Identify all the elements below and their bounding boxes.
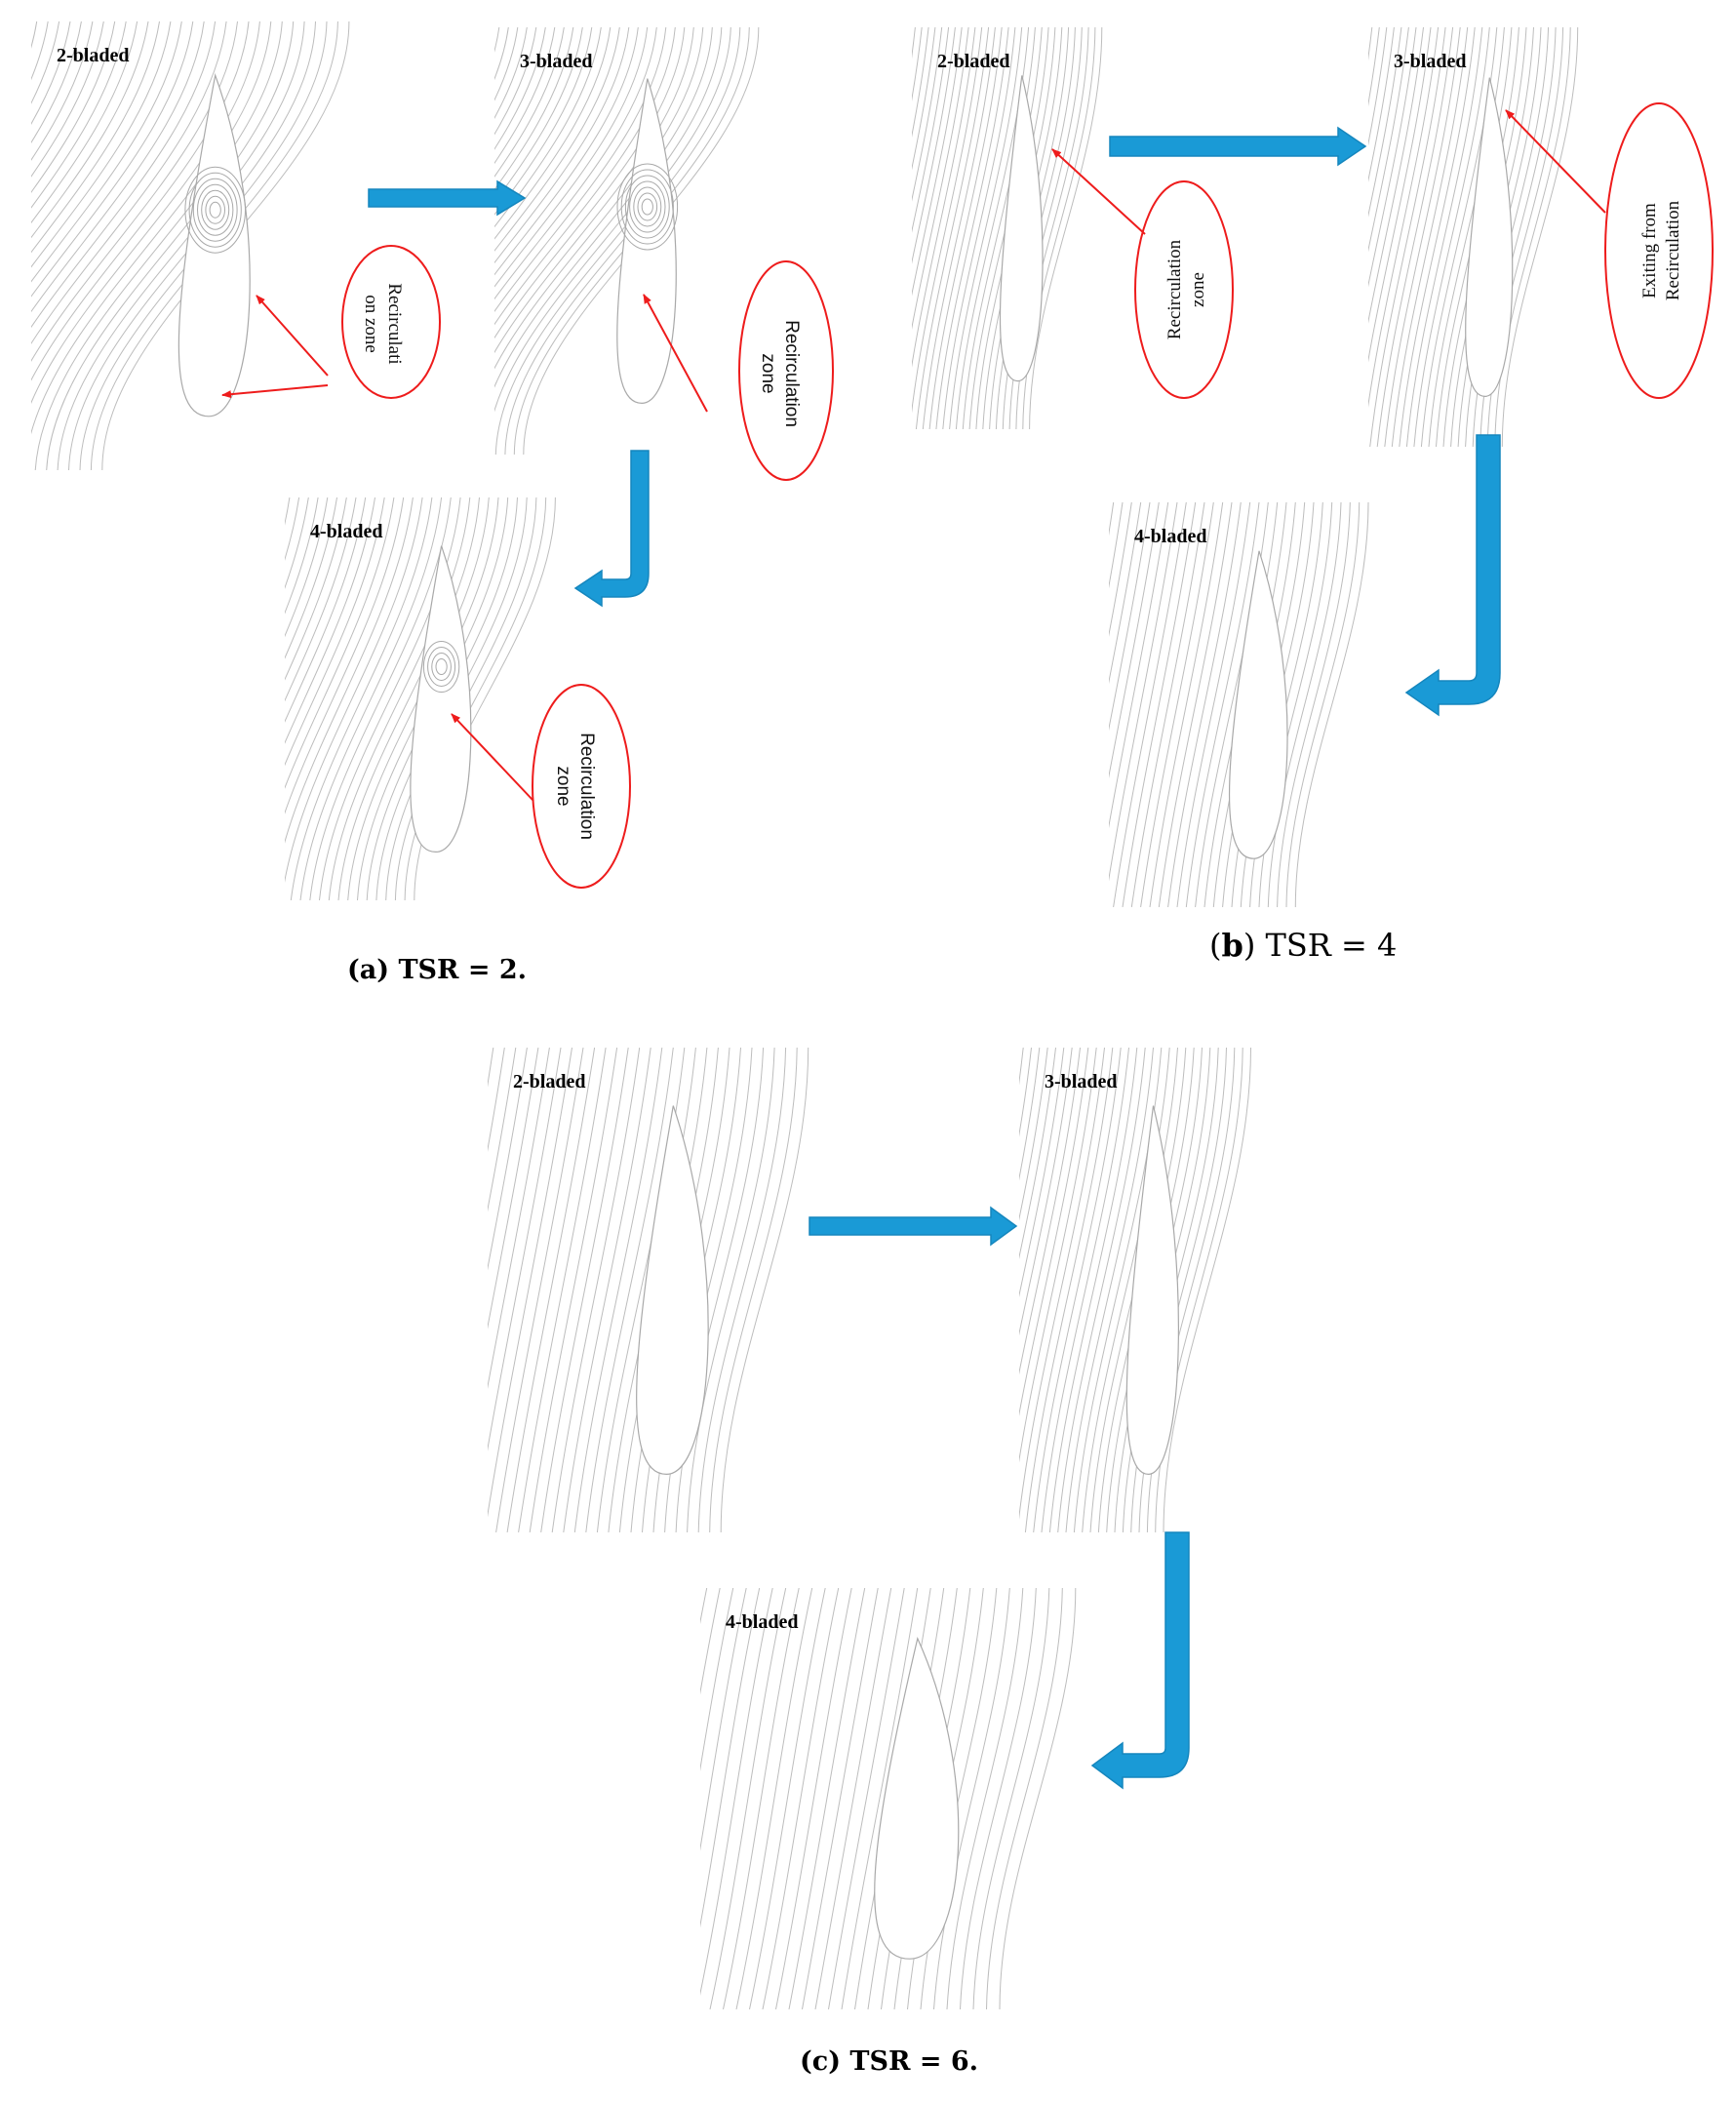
recirculation-ellipse <box>1134 180 1234 399</box>
panel-a-2-bladed: 2-bladed <box>31 21 366 470</box>
panel-a-4-bladed: 4-bladed <box>285 497 570 900</box>
streamline-plot <box>912 27 1103 429</box>
panel-b-2-bladed: 2-bladed <box>912 27 1112 429</box>
streamline-plot <box>285 497 556 900</box>
streamline-plot <box>1368 27 1579 447</box>
caption-b-text: TSR = 4 <box>1255 927 1398 964</box>
streamline-plot <box>488 1048 809 1532</box>
panel-a-3-bladed: 3-bladed <box>494 27 772 455</box>
annotation-label: Recirculation zone <box>361 283 405 364</box>
panel-c-3-bladed: 3-bladed <box>1019 1048 1263 1532</box>
panel-label: 4-bladed <box>726 1611 799 1633</box>
panel-b-3-bladed: 3-bladed <box>1368 27 1589 447</box>
panel-c-4-bladed: 4-bladed <box>700 1588 1095 2009</box>
panel-b-4-bladed: 4-bladed <box>1109 502 1382 907</box>
streamline-plot <box>494 27 760 455</box>
panel-label: 3-bladed <box>1045 1071 1118 1092</box>
panel-label: 2-bladed <box>513 1071 586 1092</box>
flow-arrow-right-icon <box>1109 126 1367 167</box>
streamline-plot <box>1019 1048 1251 1532</box>
panel-c-2-bladed: 2-bladed <box>488 1048 825 1532</box>
recirculation-ellipse <box>1604 102 1714 399</box>
streamline-plot <box>700 1588 1077 2009</box>
flow-arrow-down-left-icon <box>1090 1531 1190 1790</box>
panel-label: 3-bladed <box>520 51 593 72</box>
panel-label: 4-bladed <box>310 521 383 542</box>
panel-label: 4-bladed <box>1134 526 1207 547</box>
caption-c: (c) TSR = 6. <box>800 2046 979 2077</box>
caption-a: (a) TSR = 2. <box>347 955 528 985</box>
flow-arrow-down-left-icon <box>1404 434 1501 717</box>
caption-b: (b) TSR = 4 <box>1209 927 1398 964</box>
panel-label: 2-bladed <box>57 45 130 66</box>
streamline-plot <box>1109 502 1369 907</box>
caption-b-letter: b <box>1221 927 1243 964</box>
flow-arrow-right-icon <box>809 1206 1018 1247</box>
panel-label: 3-bladed <box>1394 51 1467 72</box>
panel-label: 2-bladed <box>937 51 1010 72</box>
streamline-plot <box>31 21 350 470</box>
flow-arrow-down-left-icon <box>573 450 650 608</box>
